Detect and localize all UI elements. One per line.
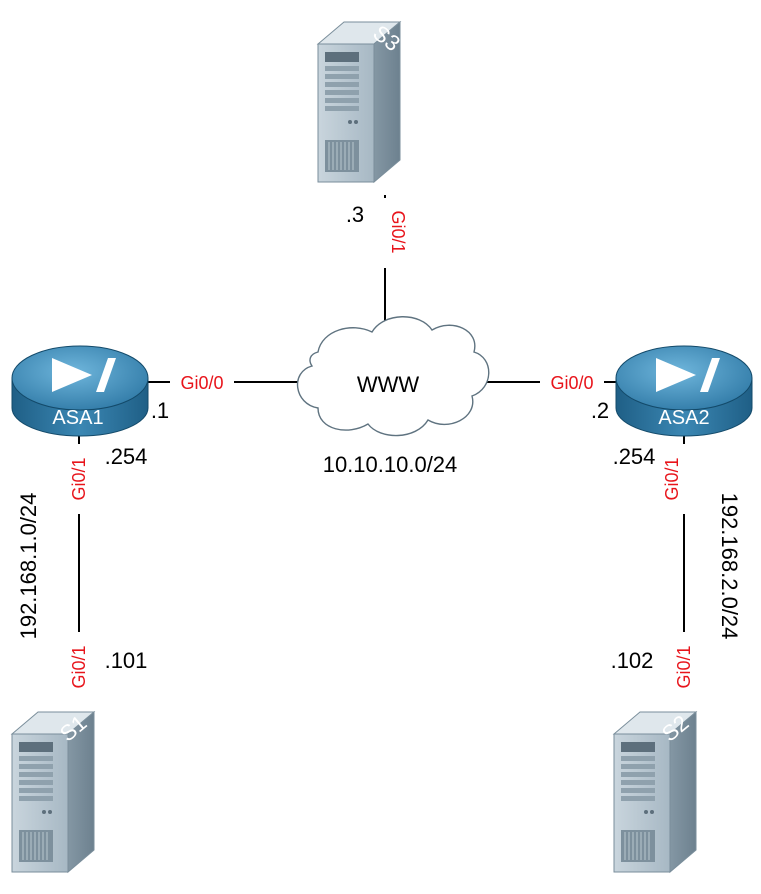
asa2-wan-interface-label: Gi0/0 (550, 373, 593, 393)
firewall-asa2[interactable]: ASA2 (615, 345, 753, 437)
cloud-icon: WWW (296, 316, 490, 437)
s3-ip-label: .3 (346, 202, 364, 227)
lan1-subnet-label: 192.168.1.0/24 (16, 493, 41, 640)
wan-subnet-label: 10.10.10.0/24 (323, 452, 458, 477)
s1-ip-label: .101 (105, 648, 148, 673)
server-s2[interactable]: S2 (613, 710, 697, 873)
asa2-wan-ip-label: .2 (591, 398, 609, 423)
cloud-label: WWW (357, 372, 420, 397)
lan2-subnet-label: 192.168.2.0/24 (717, 493, 742, 640)
links (78, 195, 685, 700)
server-s3[interactable]: S3 (317, 20, 405, 183)
asa1-label: ASA1 (52, 407, 103, 429)
s2-interface-label: Gi0/1 (674, 645, 694, 688)
s1-interface-label: Gi0/1 (69, 645, 89, 688)
firewall-asa1[interactable]: ASA1 (11, 345, 149, 437)
s3-interface-label: Gi0/1 (388, 210, 408, 253)
asa1-lan-ip-label: .254 (105, 444, 148, 469)
asa2-label: ASA2 (658, 407, 709, 429)
asa2-lan-interface-label: Gi0/1 (662, 457, 682, 500)
asa1-lan-interface-label: Gi0/1 (69, 457, 89, 500)
server-s1[interactable]: S1 (11, 710, 95, 873)
asa1-wan-ip-label: .1 (151, 398, 169, 423)
s2-ip-label: .102 (611, 648, 654, 673)
asa2-lan-ip-label: .254 (613, 444, 656, 469)
asa1-wan-interface-label: Gi0/0 (180, 373, 223, 393)
